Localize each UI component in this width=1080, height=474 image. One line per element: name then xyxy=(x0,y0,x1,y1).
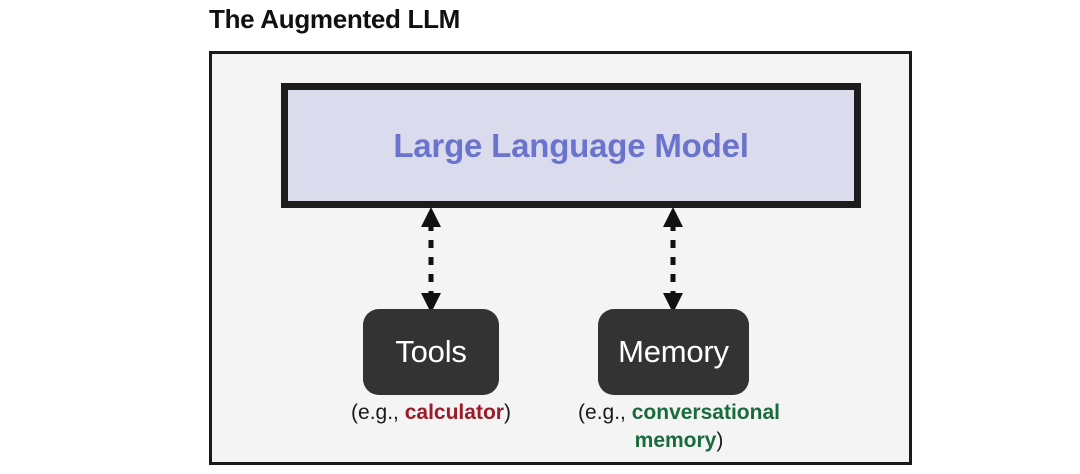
llm-tools-connector-arrow xyxy=(421,207,441,313)
memory-caption-highlight: conversational memory xyxy=(631,401,780,452)
tools-caption: (e.g., calculator) xyxy=(301,399,561,427)
memory-caption-suffix: ) xyxy=(716,428,724,452)
memory-node-label: Memory xyxy=(618,334,729,369)
tools-caption-suffix: ) xyxy=(503,401,511,424)
page-title: The Augmented LLM xyxy=(209,4,461,34)
tools-caption-prefix: (e.g., xyxy=(351,401,405,424)
llm-node-label: Large Language Model xyxy=(393,126,749,164)
diagram-frame: Large Language Model Tools Memory (e.g.,… xyxy=(209,51,912,465)
memory-caption: (e.g., conversational memory) xyxy=(534,399,824,454)
tools-node-label: Tools xyxy=(395,334,467,369)
memory-node: Memory xyxy=(598,309,749,395)
llm-memory-connector-arrow xyxy=(663,207,683,313)
tools-node: Tools xyxy=(363,309,499,395)
llm-node: Large Language Model xyxy=(281,83,861,208)
memory-caption-prefix: (e.g., xyxy=(578,401,632,424)
tools-caption-highlight: calculator xyxy=(404,401,504,424)
